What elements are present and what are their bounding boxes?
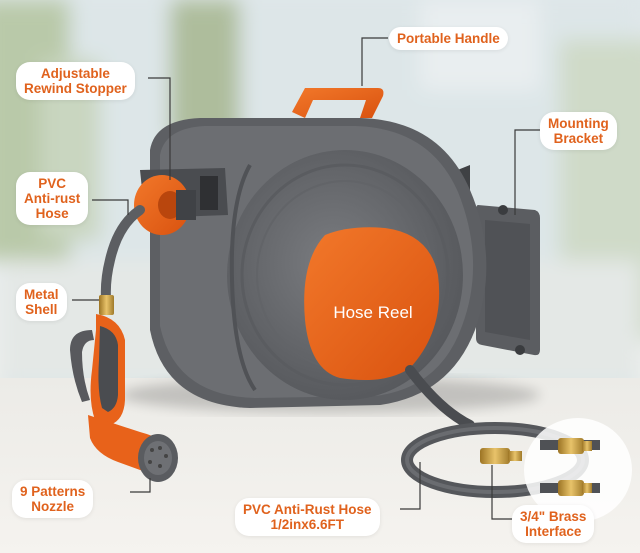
callout-text: Portable Handle bbox=[397, 31, 500, 46]
callout-mounting-bracket: Mounting Bracket bbox=[540, 112, 617, 150]
spray-nozzle bbox=[70, 314, 178, 482]
callout-text: Rewind Stopper bbox=[24, 81, 127, 96]
callout-text: Bracket bbox=[553, 131, 604, 146]
callout-text: Adjustable bbox=[40, 66, 110, 81]
callout-metal-shell: Metal Shell bbox=[16, 283, 67, 321]
callout-portable-handle: Portable Handle bbox=[389, 27, 508, 50]
coil-brass-fitting bbox=[480, 448, 522, 464]
portable-handle bbox=[292, 88, 384, 118]
hose-to-nozzle bbox=[100, 205, 145, 303]
callout-antirust-hose: PVC Anti-rust Hose bbox=[16, 172, 89, 225]
callout-text: Hose bbox=[35, 206, 69, 221]
callout-text: Nozzle bbox=[31, 499, 75, 514]
callout-text: Mounting bbox=[548, 116, 609, 131]
callout-rewind-stopper: Adjustable Rewind Stopper bbox=[16, 62, 135, 100]
reel-label: Hose Reel bbox=[333, 303, 412, 322]
callout-text: PVC bbox=[38, 176, 66, 191]
callout-text: Interface bbox=[525, 524, 582, 539]
callout-text: 1/2inx6.6FT bbox=[270, 517, 345, 532]
brass-interface-inset bbox=[524, 418, 632, 522]
rewind-stopper bbox=[134, 175, 196, 235]
callout-text: 9 Patterns bbox=[20, 484, 86, 499]
callout-brass-interface: 3/4" Brass Interface bbox=[512, 505, 595, 543]
callout-hose-spec: PVC Anti-Rust Hose 1/2inx6.6FT bbox=[235, 498, 380, 536]
callout-nozzle: 9 Patterns Nozzle bbox=[12, 480, 94, 518]
hose-extension bbox=[405, 365, 475, 430]
callout-text: PVC Anti-Rust Hose bbox=[243, 502, 372, 517]
callout-text: 3/4" Brass bbox=[520, 509, 587, 524]
reel-center-badge bbox=[304, 227, 440, 381]
metal-shell bbox=[99, 295, 114, 315]
callout-text: Anti-rust bbox=[24, 191, 81, 206]
callout-text: Metal bbox=[24, 287, 59, 302]
callout-text: Shell bbox=[25, 302, 58, 317]
